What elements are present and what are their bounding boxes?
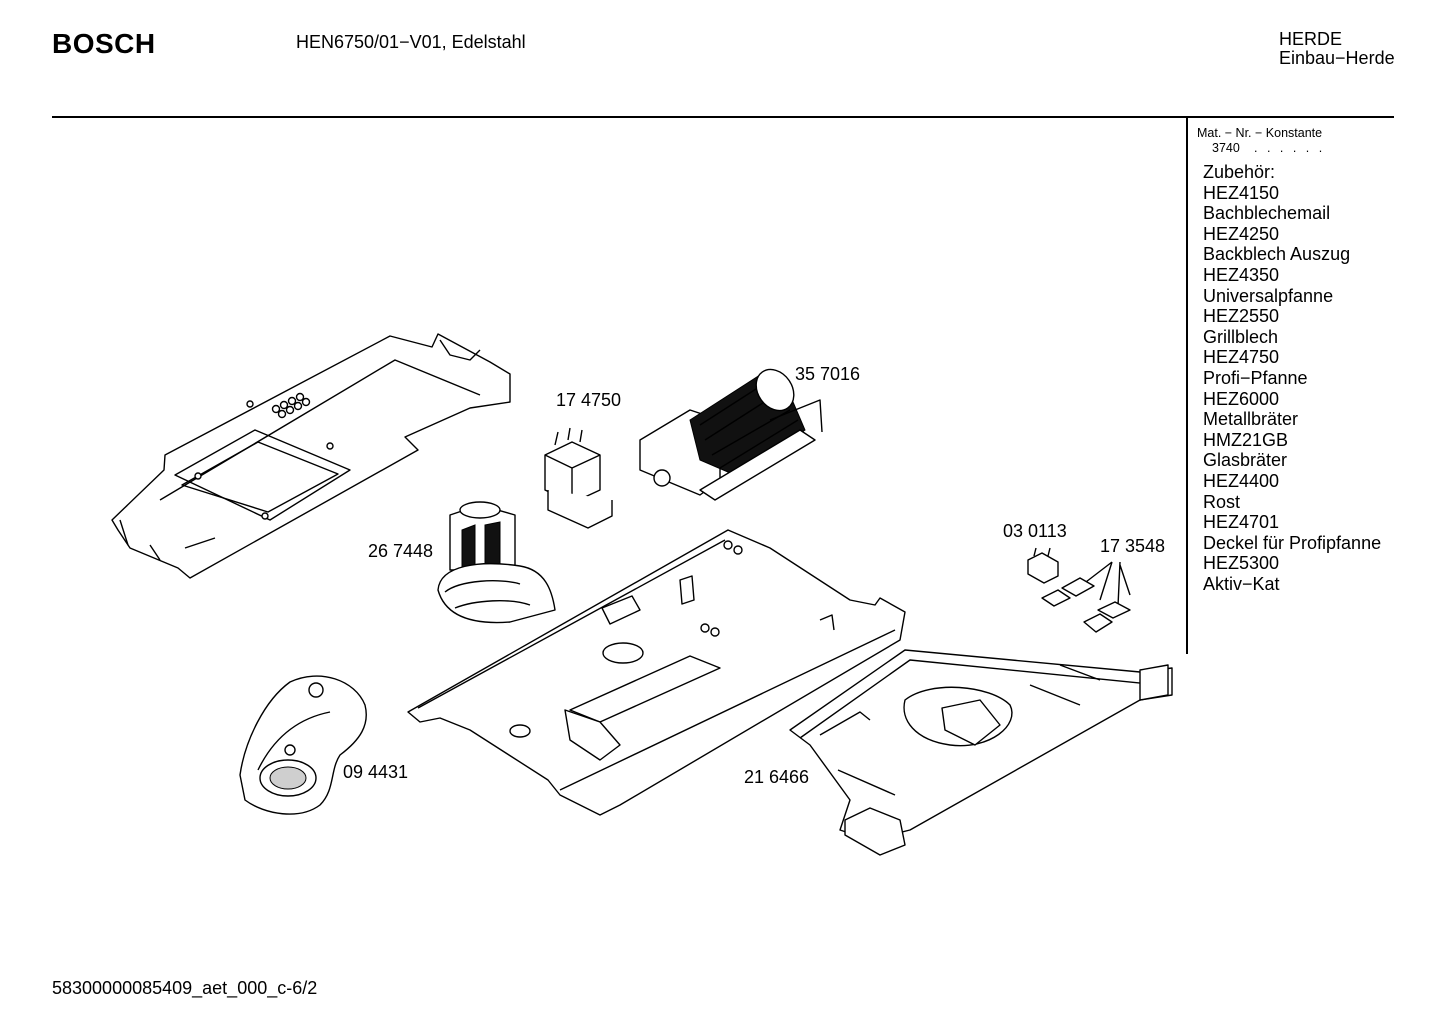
part-number-label: 35 7016 [795, 364, 861, 384]
tangential-fan-part [639, 368, 823, 501]
material-number-label: Mat. − Nr. − Konstante [1197, 126, 1323, 140]
model-title: HEN6750/01−V01, Edelstahl [296, 32, 526, 52]
motor-cover-part [239, 675, 367, 815]
material-number-value: 3740 [1212, 141, 1240, 155]
accessory-item: HMZ21GB [1203, 429, 1289, 450]
accessory-item: HEZ6000 [1203, 388, 1280, 409]
category-primary: HERDE [1279, 29, 1343, 49]
accessory-item: HEZ5300 [1203, 553, 1280, 574]
accessory-item: Profi−Pfanne [1203, 367, 1308, 388]
brand-logo: BOSCH [52, 28, 156, 59]
accessory-item: HEZ4350 [1203, 264, 1280, 285]
convection-motor-part [437, 501, 556, 624]
top-cover-plate [111, 333, 511, 579]
accessory-item: Rost [1203, 491, 1241, 512]
accessory-item: Grillblech [1203, 326, 1279, 347]
switch-part [1027, 547, 1059, 584]
accessory-item: HEZ4150 [1203, 182, 1280, 203]
accessory-item: Universalpfanne [1203, 285, 1334, 306]
accessory-item: Backblech Auszug [1203, 244, 1351, 265]
accessory-item: Glasbräter [1203, 450, 1288, 471]
part-number-label: 03 0113 [1003, 521, 1067, 541]
accessory-item: HEZ4250 [1203, 223, 1280, 244]
category-secondary: Einbau−Herde [1279, 48, 1395, 68]
accessory-item: Bachblechemail [1203, 203, 1331, 224]
accessory-item: Deckel für Profipfanne [1203, 532, 1382, 553]
accessory-item: HEZ4400 [1203, 470, 1280, 491]
sidebar-divider [1186, 117, 1188, 654]
accessory-item: HEZ2550 [1203, 306, 1280, 327]
header-divider [52, 116, 1394, 118]
part-number-label: 26 7448 [368, 541, 434, 561]
accessory-list: Zubehör: HEZ4150 Bachblechemail HEZ4250 … [1203, 162, 1381, 594]
material-number-dots: . . . . . . [1254, 141, 1326, 155]
part-number-label: 17 4750 [556, 390, 622, 410]
micro-switch-group [1041, 561, 1131, 633]
vent-holes [271, 392, 311, 419]
accessory-item: HEZ4750 [1203, 347, 1280, 368]
accessory-item: HEZ4701 [1203, 512, 1280, 533]
part-number-label: 21 6466 [744, 767, 810, 787]
accessory-item: Aktiv−Kat [1203, 573, 1280, 594]
transformer-part [544, 427, 613, 529]
mounting-plate-part [407, 529, 906, 816]
document-id: 58300000085409_aet_000_c-6/2 [52, 978, 318, 998]
accessory-heading: Zubehör: [1203, 162, 1276, 182]
lower-right-plate [789, 649, 1173, 856]
accessory-item: Metallbräter [1203, 409, 1299, 430]
part-number-label: 09 4431 [343, 762, 409, 782]
part-number-label: 17 3548 [1100, 536, 1166, 556]
